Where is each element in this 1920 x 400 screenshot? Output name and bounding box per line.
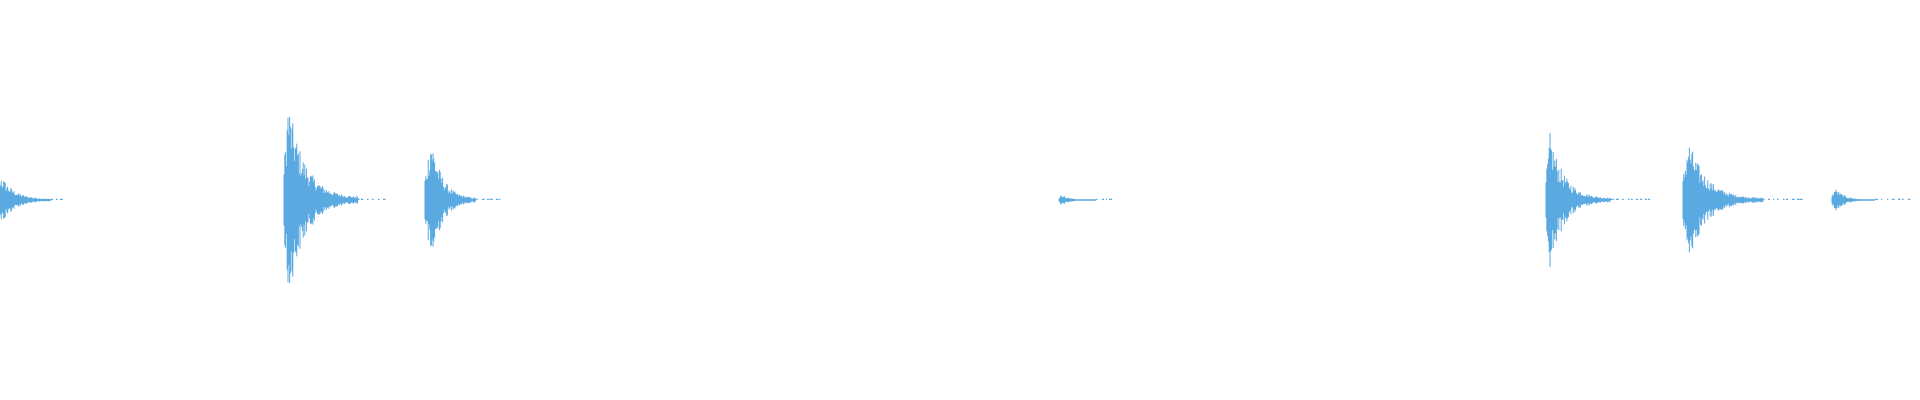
waveform-clip-4 [1058, 195, 1112, 205]
waveform-clip-5 [1545, 133, 1651, 267]
waveform-burst [424, 153, 476, 247]
waveform-clip-1 [0, 180, 63, 220]
waveform-burst [1682, 147, 1764, 253]
waveform-burst [1058, 195, 1097, 205]
waveform-burst [1545, 133, 1611, 267]
waveform-clip-6 [1682, 147, 1803, 253]
waveform-burst [1831, 189, 1875, 211]
waveform-clip-7 [1831, 189, 1911, 211]
waveform-burst [0, 180, 52, 220]
waveform-clip-2 [283, 117, 386, 283]
waveform-clip-3 [424, 153, 501, 247]
waveform-burst [283, 117, 359, 283]
waveform-clips [0, 117, 1911, 283]
